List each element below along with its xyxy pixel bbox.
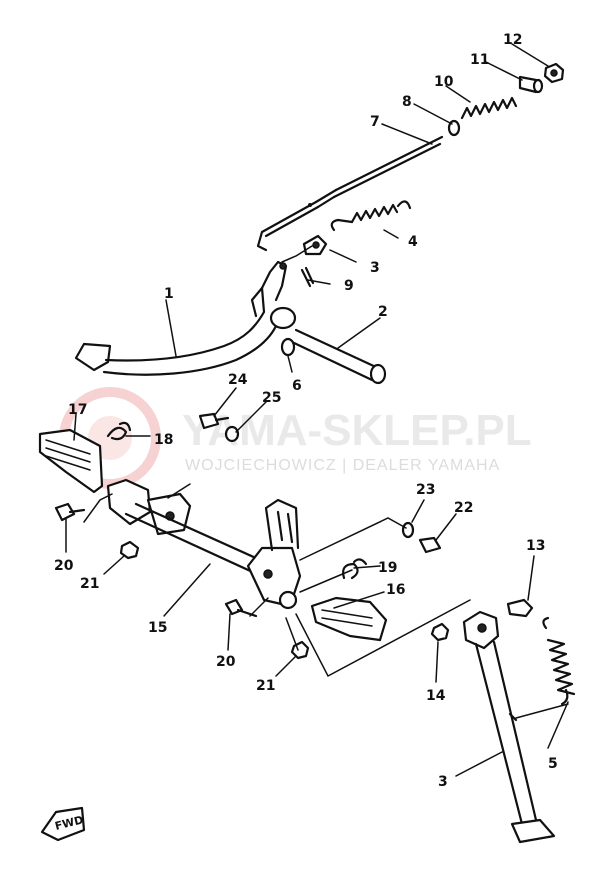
part-15-nut <box>430 622 450 642</box>
assembly-lines <box>83 245 471 678</box>
callout-11: 12 <box>503 32 522 48</box>
part-24-bolt <box>198 412 230 430</box>
callout-20-left: 20 <box>54 558 74 574</box>
part-9-spring <box>460 96 518 120</box>
leader-lines <box>65 43 569 777</box>
callout-labels: 12 11 10 8 7 4 3 9 1 2 6 24 25 17 18 23 … <box>54 32 558 790</box>
callout-13: 13 <box>526 538 545 554</box>
callout-5: 6 <box>292 378 302 394</box>
part-1-brake-pedal <box>74 260 297 376</box>
part-20-bolt-right <box>224 598 258 618</box>
callout-10: 11 <box>470 52 489 68</box>
part-25-washer <box>224 425 240 443</box>
part-11-nut <box>543 62 565 84</box>
part-21-nut-left <box>119 540 140 560</box>
callout-24: 24 <box>228 372 248 388</box>
part-19-spring-right <box>342 558 368 580</box>
part-22-bolt <box>418 536 442 554</box>
callout-19-right: 19 <box>378 560 397 576</box>
watermark-dealer-text: WOJCIECHOWICZ | DEALER YAMAHA <box>185 457 500 474</box>
part-2-shaft <box>290 328 387 385</box>
part-23-washer <box>401 521 415 539</box>
callout-21-left: 21 <box>80 576 99 592</box>
callout-16: 15 <box>148 620 167 636</box>
part-6-brake-rod <box>256 135 444 252</box>
callout-20-right: 20 <box>216 654 236 670</box>
callout-12: 3 <box>438 774 448 790</box>
callout-3-top: 3 <box>370 260 380 276</box>
callout-14: 5 <box>548 756 558 772</box>
part-21-nut-right <box>290 640 310 660</box>
part-16-stand-bracket <box>106 478 302 610</box>
callout-8: 9 <box>344 278 354 294</box>
part-10-adjuster <box>518 75 544 94</box>
callout-23: 23 <box>416 482 435 498</box>
part-4-spring <box>330 200 412 232</box>
callout-22: 22 <box>454 500 473 516</box>
callout-17: 16 <box>386 582 405 598</box>
callout-18: 17 <box>68 402 87 418</box>
callout-7: 8 <box>402 94 412 110</box>
callout-6: 7 <box>370 114 380 130</box>
part-19-spring-left <box>106 421 132 441</box>
part-12-side-stand <box>462 610 556 844</box>
callout-25: 25 <box>262 390 281 406</box>
watermark: YAMA-SKLEP.PL WOJCIECHOWICZ | DEALER YAM… <box>59 387 532 489</box>
part-8-cotter-pin <box>300 266 315 288</box>
part-14-spring <box>508 616 576 722</box>
callout-2: 2 <box>378 304 388 320</box>
callout-9: 10 <box>434 74 454 90</box>
callout-21-right: 21 <box>256 678 275 694</box>
part-3-joint <box>302 234 328 256</box>
part-20-bolt-left <box>54 502 86 522</box>
part-13-bolt <box>506 598 534 618</box>
callout-15: 14 <box>426 688 446 704</box>
part-17-footrest-right <box>310 596 388 642</box>
forward-direction-arrow: FWD <box>40 806 86 842</box>
callout-4: 4 <box>408 234 418 250</box>
part-5-washer <box>280 337 296 357</box>
watermark-site-text: YAMA-SKLEP.PL <box>182 406 532 455</box>
callout-19-left: 18 <box>154 432 173 448</box>
callout-1: 1 <box>164 286 174 302</box>
